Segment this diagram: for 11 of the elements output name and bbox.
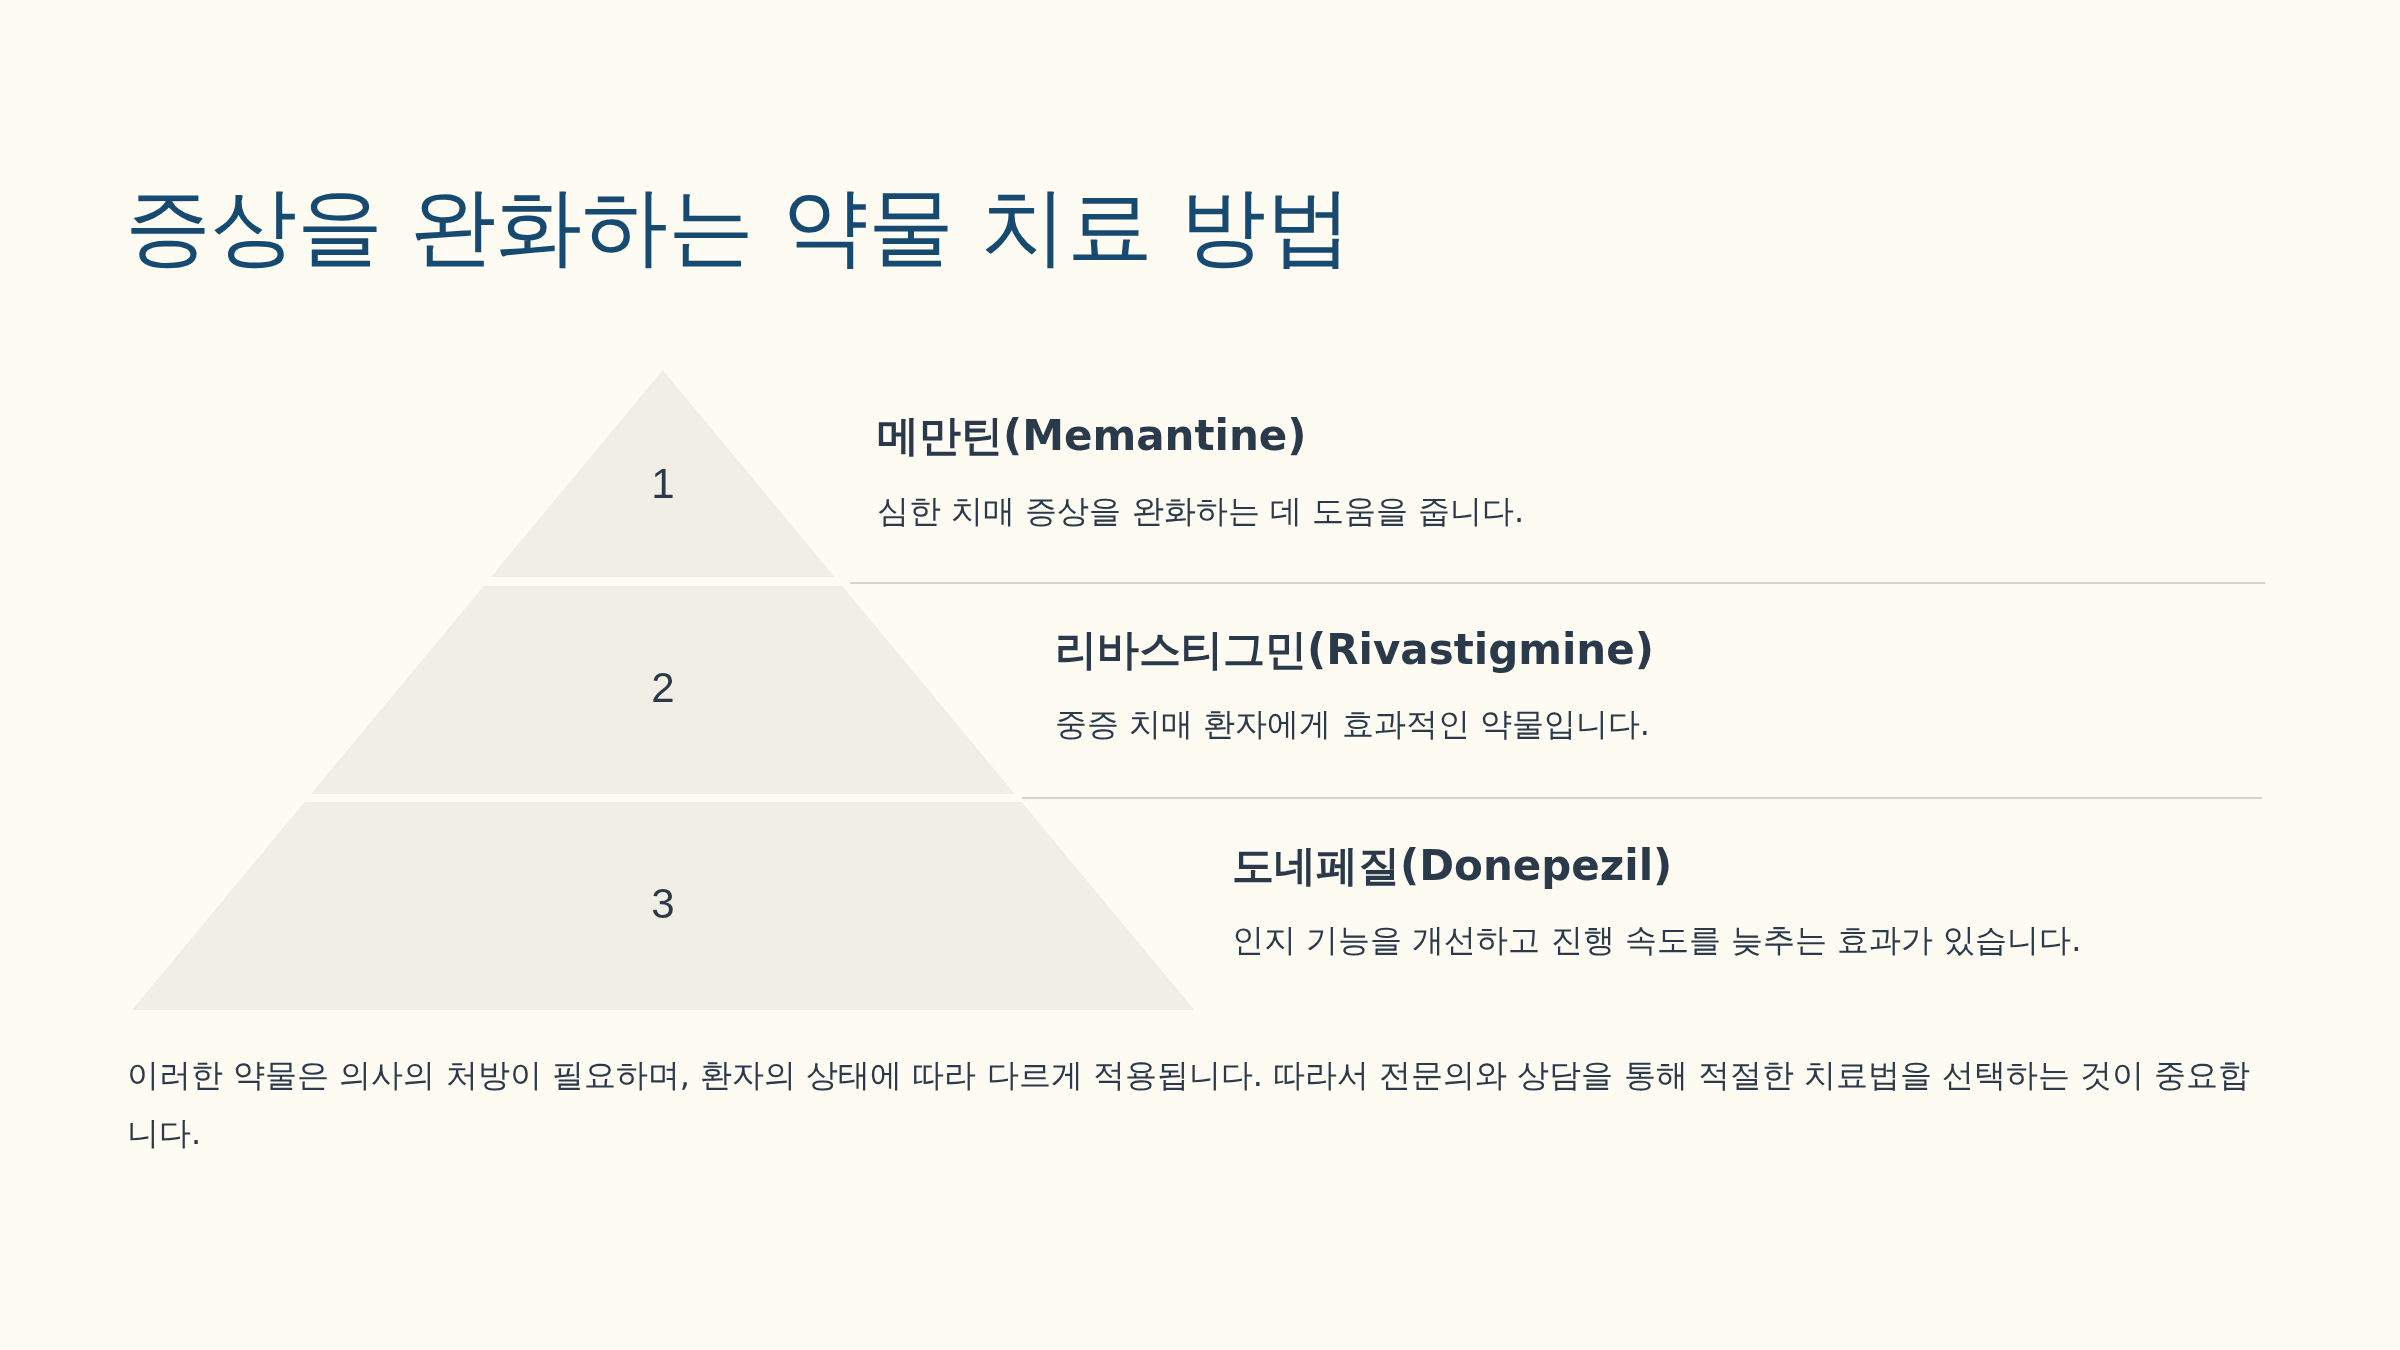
drug-description: 중증 치매 환자에게 효과적인 약물입니다.	[1055, 704, 1650, 745]
drug-description: 심한 치매 증상을 완화하는 데 도움을 줍니다.	[877, 491, 1525, 532]
note-paragraph: 이러한 약물은 의사의 처방이 필요하며, 환자의 상태에 따라 다르게 적용됩니다. 따라서 전문의와 상담을 통해 적절한 치료법을 선택하는 것이 중요합니다.	[127, 1055, 2252, 1154]
drug-name: 도네페질(Donepezil)	[1232, 840, 1673, 892]
tier-number: 3	[651, 880, 675, 928]
drug-description: 인지 기능을 개선하고 진행 속도를 늦추는 효과가 있습니다.	[1232, 920, 2082, 961]
drug-name: 메만틴(Memantine)	[877, 410, 1307, 462]
tier-number: 1	[651, 459, 675, 508]
tier-number: 2	[651, 664, 675, 712]
drug-name: 리바스티그민(Rivastigmine)	[1055, 624, 1654, 676]
slide-title: 증상을 완화하는 약물 치료 방법	[125, 175, 1353, 278]
